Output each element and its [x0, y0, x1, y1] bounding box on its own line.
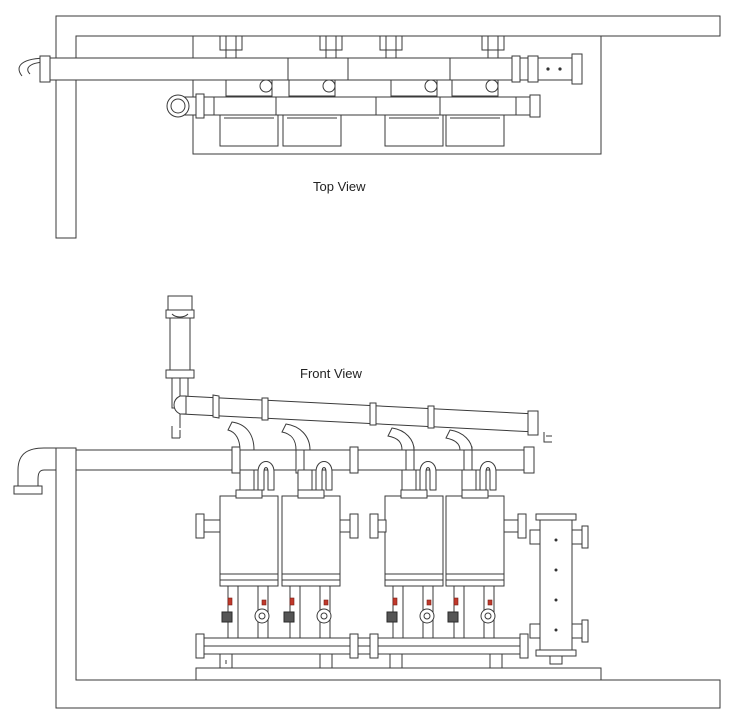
valves — [221, 597, 493, 623]
pump-valve-groups — [221, 586, 496, 640]
flue-terminal — [165, 295, 195, 439]
top-view-wall — [55, 15, 721, 239]
lower-headers — [195, 633, 529, 659]
front-view-air-pipe — [13, 446, 535, 495]
top-view-boilers — [219, 79, 505, 147]
front-view: Front View — [13, 295, 721, 709]
boiler-units — [219, 489, 505, 587]
hydraulic-separator — [529, 513, 589, 665]
flue-elbows — [227, 421, 473, 451]
top-view-label: Top View — [313, 179, 366, 194]
front-view-label: Front View — [300, 366, 363, 381]
top-view-hangers — [219, 35, 505, 58]
boiler-flue-stubs — [239, 461, 497, 491]
boiler-3 — [384, 489, 444, 587]
boiler-4 — [445, 489, 505, 587]
top-view-water-header — [166, 93, 541, 119]
pumps — [254, 608, 496, 624]
boiler-2 — [281, 489, 341, 587]
front-view-flue-header — [173, 394, 552, 443]
front-view-wall — [55, 447, 721, 709]
boiler-1 — [219, 489, 279, 587]
top-view: Top View — [18, 15, 721, 239]
side-flanges — [195, 513, 527, 539]
supports — [195, 654, 602, 681]
top-view-flue-header — [18, 53, 583, 85]
